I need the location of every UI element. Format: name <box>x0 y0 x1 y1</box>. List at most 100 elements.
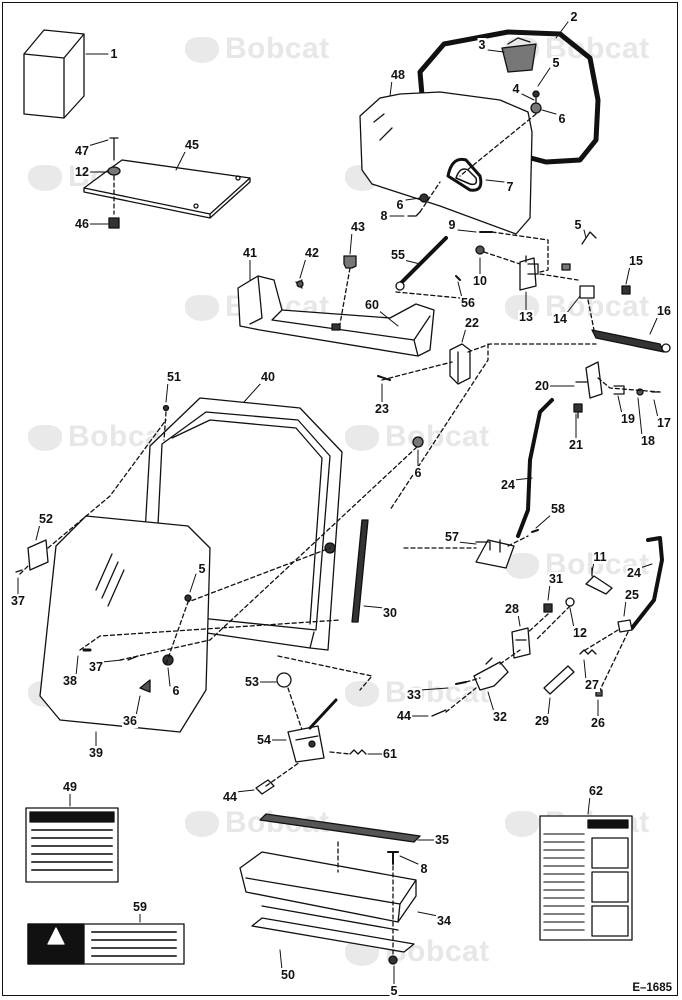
leader-line <box>349 231 353 255</box>
leader-line <box>243 381 263 403</box>
callout-number: 48 <box>390 68 406 82</box>
part-lower-frame-bracket <box>237 275 435 357</box>
part-decal-59 <box>27 923 185 965</box>
part-bracket <box>501 37 537 73</box>
callout-number: 6 <box>395 198 405 212</box>
leader-line <box>165 381 169 403</box>
callout-number: 62 <box>588 784 604 798</box>
part-fasteners-top <box>407 90 542 217</box>
callout-number: 46 <box>74 217 90 231</box>
bobcat-logo-icon <box>505 811 539 838</box>
leader-line <box>389 79 393 97</box>
leader-line <box>279 949 283 971</box>
callout-number: 33 <box>406 688 422 702</box>
leader-line <box>135 695 141 717</box>
leader-line <box>487 49 505 53</box>
leader-line <box>485 179 505 183</box>
callout-number: 15 <box>628 254 644 268</box>
leader-line <box>547 583 551 601</box>
callout-number: 20 <box>534 379 550 393</box>
bobcat-logo-icon <box>185 811 219 838</box>
callout-number: 60 <box>364 298 380 312</box>
callout-number: 52 <box>38 512 54 526</box>
leader-line <box>399 855 419 865</box>
part-catch-57 <box>475 539 515 569</box>
leader-lines <box>17 21 659 987</box>
leader-line <box>75 655 79 677</box>
leader-line <box>583 659 587 681</box>
callout-number: 40 <box>260 370 276 384</box>
callout-number: 49 <box>62 780 78 794</box>
callout-number: 39 <box>88 746 104 760</box>
part-kit-box <box>23 29 85 119</box>
part-hinge-14 <box>561 231 631 299</box>
leader-line <box>189 573 197 593</box>
leader-line <box>167 667 171 687</box>
callout-number: 19 <box>620 412 636 426</box>
leader-line <box>235 789 255 793</box>
callout-number: 55 <box>390 248 406 262</box>
part-latch-bracket-22 <box>449 343 471 385</box>
leader-line <box>457 541 477 545</box>
leader-line <box>569 607 575 629</box>
part-latch-20 <box>573 361 603 419</box>
leader-line <box>487 691 495 713</box>
callout-number: 35 <box>434 833 450 847</box>
callout-number: 26 <box>590 716 606 730</box>
bobcat-logo-icon <box>505 553 539 580</box>
leader-line <box>649 315 659 335</box>
part-link-rod-24b <box>630 536 664 630</box>
callout-number: 16 <box>656 304 672 318</box>
callout-number: 61 <box>382 747 398 761</box>
watermark: Bobcat <box>185 32 330 66</box>
callout-number: 51 <box>166 370 182 384</box>
leader-line <box>623 599 627 617</box>
callout-number: 6 <box>171 684 181 698</box>
part-spring-61 <box>349 749 367 755</box>
callout-number: 36 <box>122 714 138 728</box>
callout-number: 38 <box>62 674 78 688</box>
callout-number: 57 <box>444 530 460 544</box>
part-door-glass <box>39 515 211 733</box>
leader-line <box>587 795 591 815</box>
part-rod <box>395 236 448 291</box>
part-bracket-25 <box>617 619 633 633</box>
part-decal-49 <box>25 807 119 883</box>
leader-line <box>565 295 581 315</box>
leader-line <box>417 911 439 917</box>
callout-number: 56 <box>460 296 476 310</box>
part-instruction-sheet-62 <box>539 815 633 941</box>
leader-line <box>537 67 551 87</box>
leader-line <box>541 109 557 115</box>
callout-number: 14 <box>552 312 568 326</box>
callout-number: 4 <box>511 82 521 96</box>
callout-number: 6 <box>413 466 423 480</box>
callout-number: 9 <box>447 218 457 232</box>
callout-number: 21 <box>568 438 584 452</box>
callout-number: 7 <box>505 180 515 194</box>
callout-number: 5 <box>197 562 207 576</box>
part-seal-35 <box>259 813 421 843</box>
callout-number: 18 <box>640 434 656 448</box>
callout-number: 53 <box>244 675 260 689</box>
callout-number: 44 <box>396 709 412 723</box>
bobcat-logo-icon <box>28 425 62 452</box>
part-seal-strip <box>351 519 369 623</box>
callout-number: 27 <box>584 678 600 692</box>
callout-number: 12 <box>572 626 588 640</box>
bobcat-logo-icon <box>185 295 219 322</box>
leader-line <box>403 259 421 265</box>
part-bolt-stack <box>107 137 121 229</box>
part-clip-43 <box>343 255 357 269</box>
leader-line <box>583 229 587 239</box>
callout-number: 12 <box>74 165 90 179</box>
part-plate-50 <box>251 917 415 953</box>
callout-number: 29 <box>534 714 550 728</box>
figure-code: E–1685 <box>632 982 672 994</box>
leader-line <box>419 687 449 691</box>
leader-line <box>535 513 553 529</box>
part-handle-11 <box>585 567 613 595</box>
callout-number: 8 <box>379 209 389 223</box>
bobcat-logo-icon <box>28 165 62 192</box>
